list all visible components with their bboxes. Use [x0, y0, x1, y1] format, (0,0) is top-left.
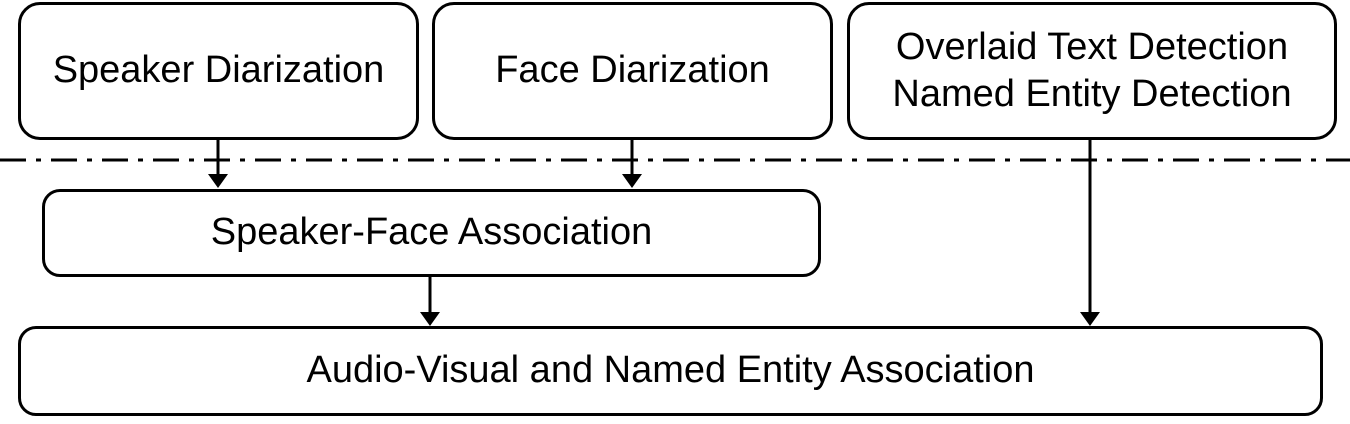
arrowhead-speaker-to-association	[208, 174, 228, 188]
face-diarization-box: Face Diarization	[432, 2, 833, 140]
overlaid-text-detection-label: Overlaid Text Detection	[895, 25, 1289, 68]
speaker-face-association-label: Speaker-Face Association	[210, 211, 653, 254]
arrowhead-association-to-final	[420, 312, 440, 326]
av-ne-association-box: Audio-Visual and Named Entity Associatio…	[18, 326, 1323, 416]
speaker-diarization-label: Speaker Diarization	[52, 49, 385, 92]
arrowhead-face-to-association	[622, 174, 642, 188]
face-diarization-label: Face Diarization	[495, 49, 770, 92]
arrowhead-text-detection-to-final	[1080, 312, 1100, 326]
speaker-face-association-box: Speaker-Face Association	[42, 189, 821, 277]
named-entity-detection-label: Named Entity Detection	[892, 73, 1292, 115]
speaker-diarization-box: Speaker Diarization	[18, 2, 419, 140]
text-detection-box: Overlaid Text Detection Named Entity Det…	[847, 2, 1337, 140]
av-ne-association-label: Audio-Visual and Named Entity Associatio…	[306, 349, 1035, 392]
